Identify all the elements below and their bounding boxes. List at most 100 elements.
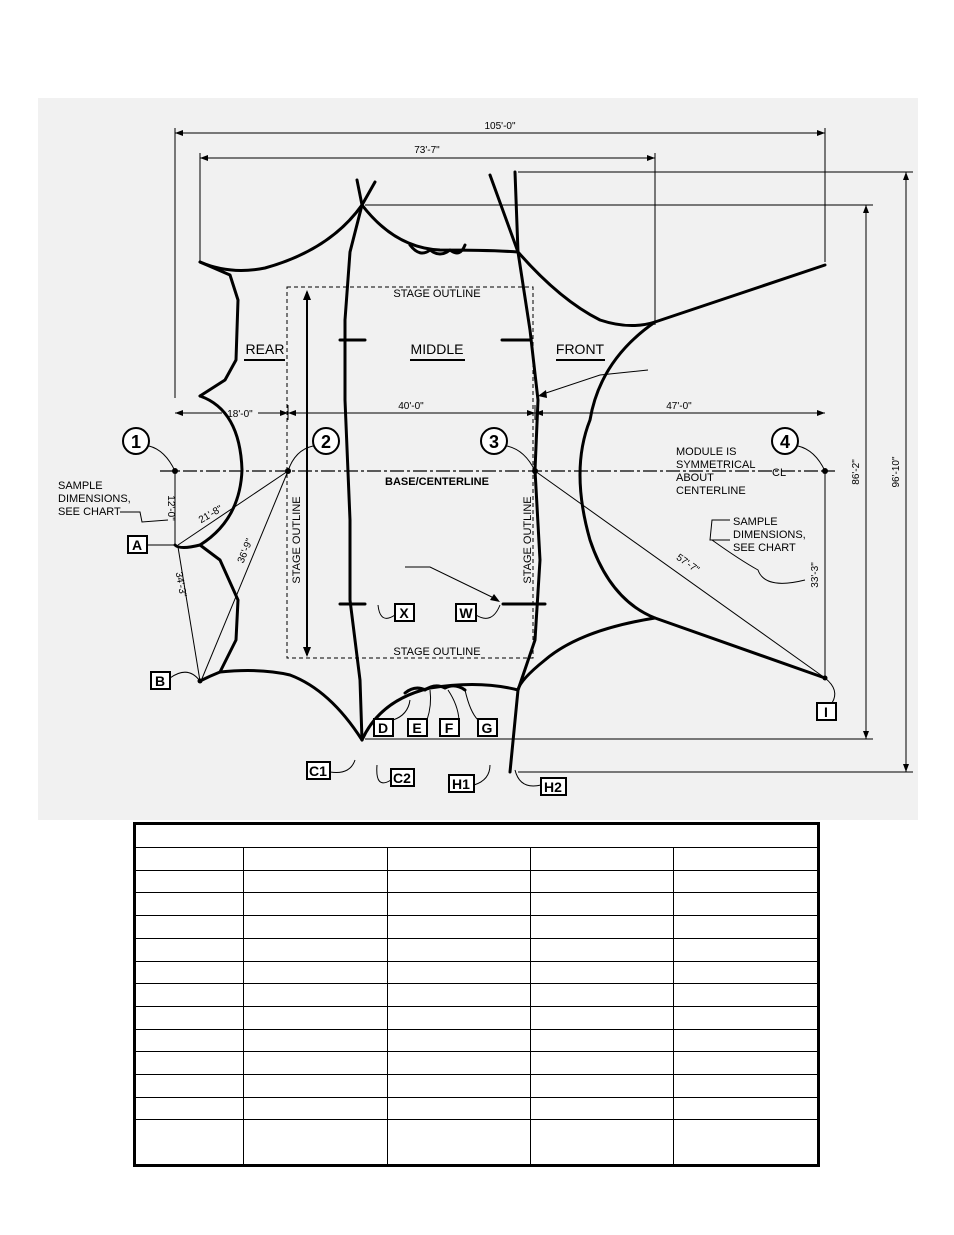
chart-cell bbox=[386, 1096, 531, 1121]
chart-cell bbox=[529, 937, 674, 962]
module-outline bbox=[173, 170, 827, 774]
svg-text:2: 2 bbox=[321, 432, 331, 452]
point-label-d: D bbox=[373, 699, 411, 737]
chart-cell bbox=[672, 915, 820, 939]
chart-cell bbox=[529, 1119, 674, 1166]
chart-cell bbox=[672, 1074, 820, 1098]
chart-cell bbox=[243, 915, 388, 939]
stage-outline-right: STAGE OUTLINE bbox=[522, 496, 534, 583]
chart-row bbox=[133, 937, 820, 962]
sample-left-line-2: DIMENSIONS, bbox=[58, 493, 131, 505]
svg-text:C2: C2 bbox=[393, 770, 411, 786]
chart-cell bbox=[133, 960, 245, 985]
chart-cell bbox=[243, 983, 388, 1007]
module-note-line-3: ABOUT bbox=[676, 472, 714, 484]
three-to-i-text: 57'-7" bbox=[674, 552, 702, 576]
chart-cell bbox=[133, 1051, 245, 1076]
chart-cell bbox=[133, 892, 245, 917]
sample-right-line-2: DIMENSIONS, bbox=[733, 529, 806, 541]
chart-cell bbox=[386, 1051, 531, 1076]
middle-seg-text: 40'-0" bbox=[398, 401, 424, 412]
module-note-line-2: SYMMETRICAL bbox=[676, 459, 755, 471]
sample-dimensions-chart bbox=[133, 822, 820, 1167]
point-label-f: F bbox=[439, 689, 460, 737]
centerline-symbol: CL bbox=[772, 467, 786, 479]
chart-cell bbox=[133, 937, 245, 962]
chart-cell bbox=[133, 1005, 245, 1030]
chart-cell bbox=[672, 1051, 820, 1076]
chart-cell bbox=[133, 1119, 245, 1166]
svg-text:X: X bbox=[399, 605, 409, 621]
module-note-line-4: CENTERLINE bbox=[676, 485, 746, 497]
chart-cell bbox=[386, 915, 531, 939]
svg-text:F: F bbox=[445, 720, 454, 736]
point-label-h1: H1 bbox=[448, 764, 491, 793]
sample-note-left: SAMPLE DIMENSIONS, SEE CHART bbox=[58, 480, 169, 523]
dim-segments: 18'-0" 40'-0" 47'-0" bbox=[175, 398, 825, 420]
module-note-line-1: MODULE IS bbox=[676, 446, 737, 458]
chart-cell bbox=[133, 869, 245, 894]
chart-cell bbox=[243, 1074, 388, 1098]
chart-cell bbox=[386, 1005, 531, 1030]
chart-cell bbox=[529, 1051, 674, 1076]
chart-row bbox=[133, 869, 820, 894]
base-centerline-label: BASE/CENTERLINE bbox=[385, 476, 489, 488]
point-label-i: I bbox=[816, 677, 837, 721]
chart-cell bbox=[133, 983, 245, 1007]
chart-cell bbox=[243, 1005, 388, 1030]
chart-cell bbox=[386, 869, 531, 894]
chart-cell bbox=[672, 1005, 820, 1030]
chart-row bbox=[133, 1096, 820, 1121]
chart-row bbox=[133, 1028, 820, 1053]
rear-label: REAR bbox=[246, 341, 285, 357]
measurement-lines: 12'-0" 21'-8" 36'-9" 34'-3" 57'-7" 33'-3… bbox=[165, 470, 828, 684]
chart-cell bbox=[386, 937, 531, 962]
chart-cell bbox=[386, 847, 531, 871]
point-label-g: G bbox=[464, 689, 498, 737]
point-label-e: E bbox=[407, 689, 432, 737]
chart-cell bbox=[243, 937, 388, 962]
svg-text:3: 3 bbox=[489, 432, 499, 452]
chart-cell bbox=[386, 960, 531, 985]
drawing-panel: 105'-0" 73'-7" 96'-10" 86'-2" bbox=[38, 98, 918, 820]
chart-cell bbox=[386, 892, 531, 917]
chart-cell bbox=[529, 1005, 674, 1030]
chart-cell bbox=[243, 847, 388, 871]
width-small-text: 86'-2" bbox=[851, 459, 862, 485]
front-label: FRONT bbox=[556, 341, 605, 357]
svg-text:G: G bbox=[482, 720, 493, 736]
chart-cell bbox=[529, 1028, 674, 1053]
middle-length-text: 73'-7" bbox=[414, 145, 440, 156]
chart-cell bbox=[529, 847, 674, 871]
chart-cell bbox=[133, 1096, 245, 1121]
point-label-x: X bbox=[377, 603, 415, 622]
middle-label: MIDDLE bbox=[411, 341, 464, 357]
module-diagram: 105'-0" 73'-7" 96'-10" 86'-2" bbox=[58, 121, 913, 796]
chart-cell bbox=[386, 1119, 531, 1166]
chart-cell bbox=[133, 1074, 245, 1098]
svg-text:D: D bbox=[378, 720, 388, 736]
point-label-c2: C2 bbox=[376, 764, 415, 787]
overall-length-text: 105'-0" bbox=[484, 121, 515, 132]
svg-text:H2: H2 bbox=[544, 779, 562, 795]
chart-row bbox=[133, 1074, 820, 1098]
dim-middle-length: 73'-7" bbox=[199, 145, 656, 325]
chart-cell bbox=[386, 1028, 531, 1053]
chart-row bbox=[133, 915, 820, 939]
two-to-b-text: 36'-9" bbox=[236, 537, 256, 565]
chart-cell bbox=[133, 847, 245, 871]
chart-cell bbox=[529, 892, 674, 917]
sample-note-right: SAMPLE DIMENSIONS, SEE CHART bbox=[709, 516, 806, 584]
chart-cell bbox=[672, 937, 820, 962]
dim-width-small: 86'-2" bbox=[365, 204, 873, 740]
stage-outline bbox=[286, 286, 534, 659]
station-3: 3 bbox=[480, 427, 538, 474]
front-seg-text: 47'-0" bbox=[666, 401, 692, 412]
chart-row bbox=[133, 1005, 820, 1030]
a-offset-text: 12'-0" bbox=[165, 495, 176, 521]
svg-text:E: E bbox=[412, 720, 421, 736]
svg-text:B: B bbox=[155, 673, 165, 689]
chart-cell bbox=[672, 869, 820, 894]
station-1: 1 bbox=[122, 427, 178, 474]
chart-row bbox=[133, 1119, 820, 1166]
